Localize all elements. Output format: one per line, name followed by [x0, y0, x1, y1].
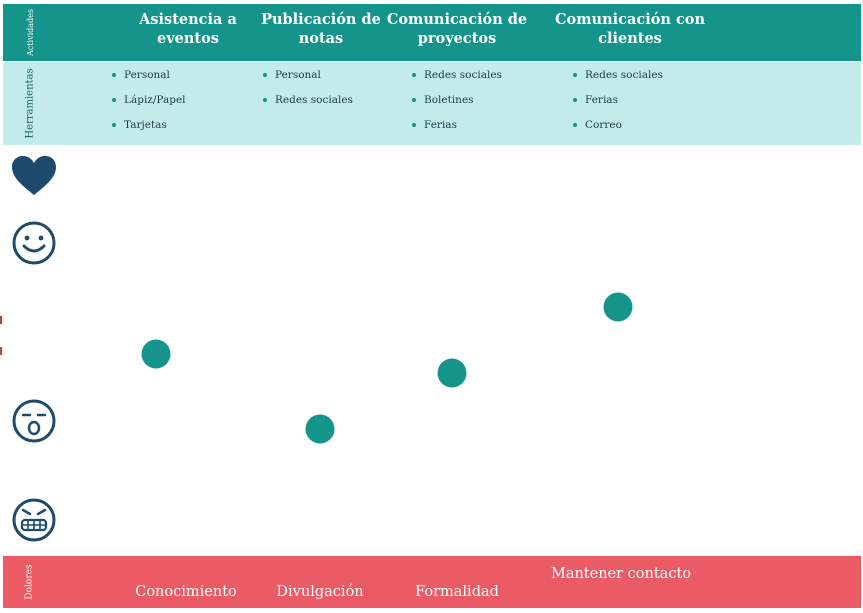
tool-item: Correo	[572, 119, 663, 131]
surprised-face-icon	[12, 399, 56, 443]
edge-mark	[0, 347, 2, 355]
activity-3-emotion-dot	[437, 358, 467, 388]
activity-4-pain: Mantener contacto	[550, 566, 692, 582]
activity-2-title: Publicación de notas	[261, 11, 381, 47]
activity-1-tools: Personal Lápiz/Papel Tarjetas	[111, 69, 186, 144]
pains-row: Dolores Conocimiento Divulgación Formali…	[3, 556, 861, 608]
activity-2-tools: Personal Redes sociales	[262, 69, 353, 119]
tool-item: Personal	[111, 69, 186, 81]
tool-item: Ferias	[411, 119, 502, 131]
pains-row-label: Dolores	[3, 556, 57, 608]
activity-1-emotion-dot	[141, 339, 171, 369]
edge-mark	[0, 316, 2, 324]
grimace-face-icon	[12, 498, 56, 542]
activity-4-tools: Redes sociales Ferias Correo	[572, 69, 663, 144]
smile-icon	[12, 221, 56, 265]
activity-3-pain: Formalidad	[415, 584, 499, 600]
tool-item: Lápiz/Papel	[111, 94, 186, 106]
activity-3-tools: Redes sociales Boletines Ferias	[411, 69, 502, 144]
activity-2-pain: Divulgación	[276, 584, 364, 600]
tools-row: Herramientas Personal Lápiz/Papel Tarjet…	[3, 62, 861, 145]
pains-label-text: Dolores	[25, 564, 35, 600]
activity-4-emotion-dot	[603, 292, 633, 322]
activity-2-emotion-dot	[305, 414, 335, 444]
activity-4-title: Comunicación con clientes	[555, 11, 706, 47]
activity-1-pain: Conocimiento	[135, 584, 237, 600]
tool-item: Ferias	[572, 94, 663, 106]
tool-item: Tarjetas	[111, 119, 186, 131]
heart-icon	[12, 156, 56, 195]
tool-item: Boletines	[411, 94, 502, 106]
tool-item: Redes sociales	[411, 69, 502, 81]
activities-row: Actividades Asistencia a eventos Publica…	[3, 4, 861, 61]
tool-item: Redes sociales	[262, 94, 353, 106]
tool-item: Redes sociales	[572, 69, 663, 81]
activity-3-title: Comunicación de proyectos	[386, 11, 528, 47]
activity-1-title: Asistencia a eventos	[139, 11, 237, 47]
tool-item: Personal	[262, 69, 353, 81]
